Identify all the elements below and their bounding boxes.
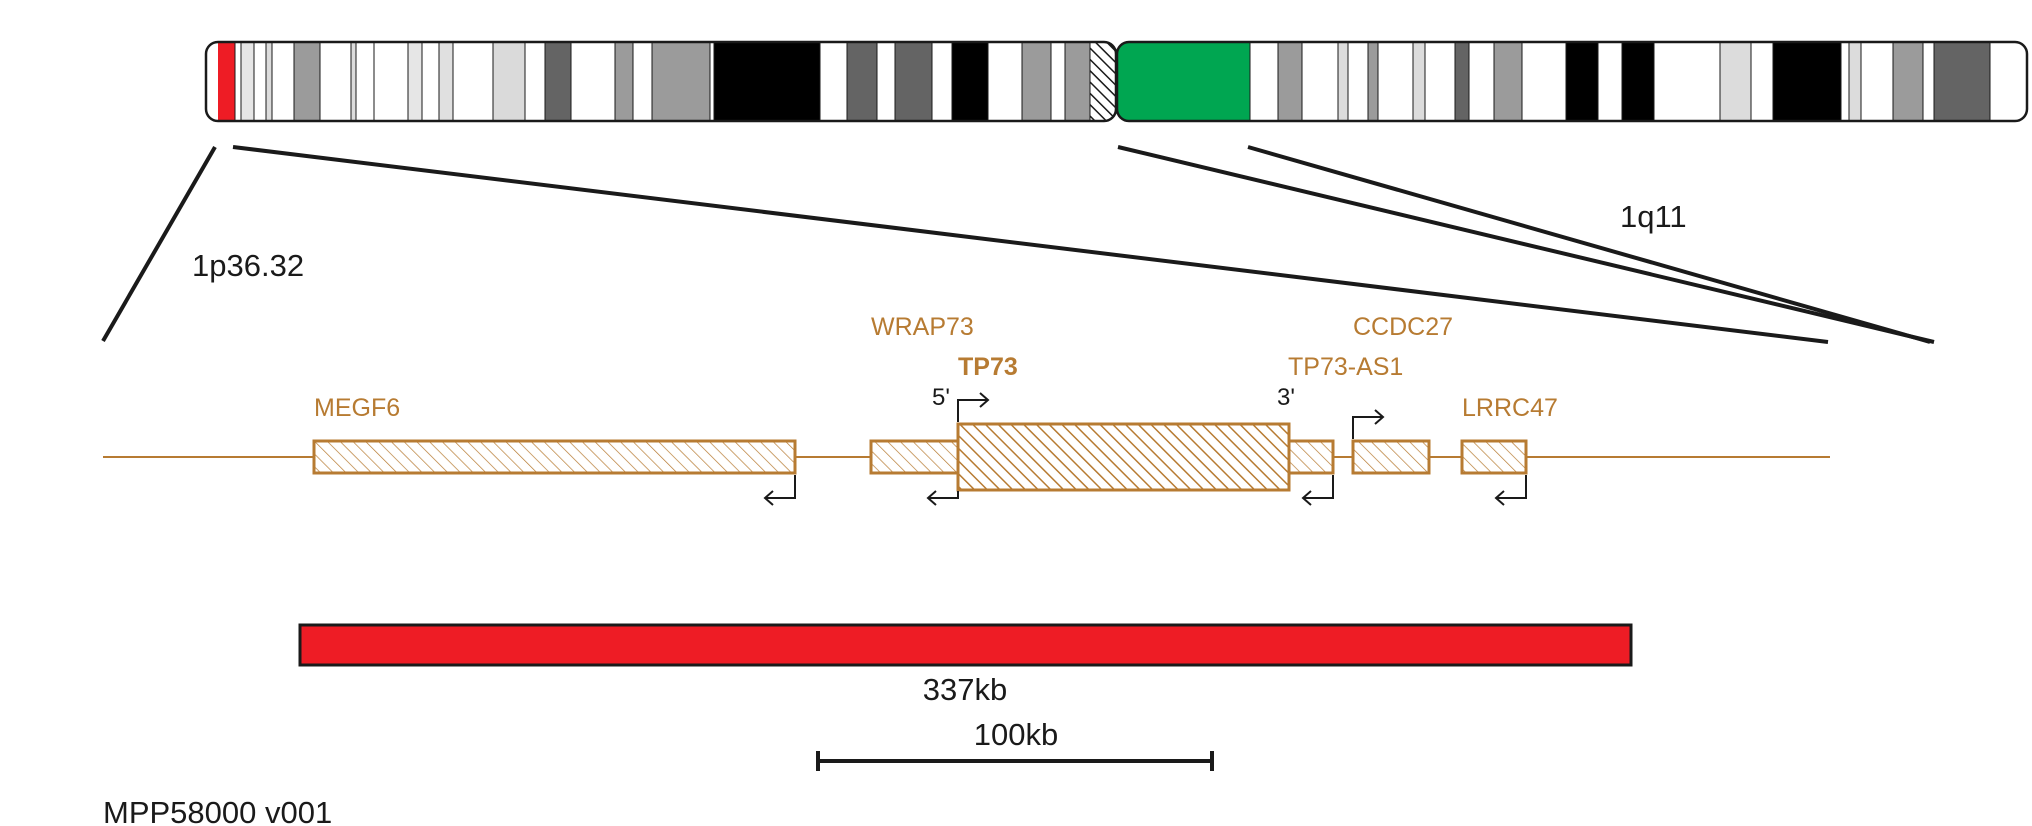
label-ccdc27: CCDC27 [1353, 313, 1453, 341]
footer-id: MPP58000 v001 [103, 795, 332, 826]
arrow-left-icon [763, 475, 796, 506]
label-megf6: MEGF6 [314, 394, 400, 422]
p-arm [206, 42, 1116, 121]
arrow-left-icon [1494, 475, 1527, 506]
label-tp73-as1: TP73-AS1 [1288, 353, 1403, 381]
gene-ccdc27 [1351, 439, 1431, 475]
label-tp73: TP73 [958, 353, 1018, 381]
strand-arrows [763, 392, 1527, 506]
arrow-left-icon [926, 490, 959, 506]
deleted-region-bar [298, 623, 1633, 667]
arrow-right-icon [957, 392, 990, 422]
scale-label: 100kb [974, 717, 1058, 752]
gene-track: MEGF6 WRAP73 TP73 TP73-AS1 CCDC27 LRRC47… [103, 313, 1830, 506]
region-size-label: 337kb [923, 672, 1007, 707]
arrow-left-icon [1301, 475, 1334, 506]
arrow-right-icon [1352, 409, 1385, 439]
gene-tp73-as1 [1287, 439, 1335, 475]
q-region-label: 1q11 [1620, 199, 1687, 234]
gene-lrrc47 [1460, 439, 1528, 475]
green-block [1117, 42, 1250, 121]
label-wrap73: WRAP73 [871, 313, 974, 341]
zoom-line-q-right [1247, 145, 1931, 344]
q-arm [1117, 42, 2027, 121]
gene-wrap73 [869, 439, 960, 475]
q-arm-outline [1115, 40, 2029, 123]
gene-megf6 [312, 439, 797, 475]
zoom-line-q-left [1117, 145, 1935, 344]
gene-tp73 [956, 422, 1291, 492]
five-prime-label: 5' [932, 384, 950, 411]
three-prime-label: 3' [1277, 384, 1295, 411]
zoom-lines [101, 145, 1935, 344]
highlight-band [218, 42, 235, 121]
zoom-line-p-left [101, 146, 217, 342]
zoom-line-p-right [232, 145, 1829, 344]
label-lrrc47: LRRC47 [1462, 394, 1558, 422]
chromosome-ideogram [204, 40, 2029, 123]
scale-bar [816, 751, 1214, 771]
p-region-label: 1p36.32 [192, 248, 304, 283]
